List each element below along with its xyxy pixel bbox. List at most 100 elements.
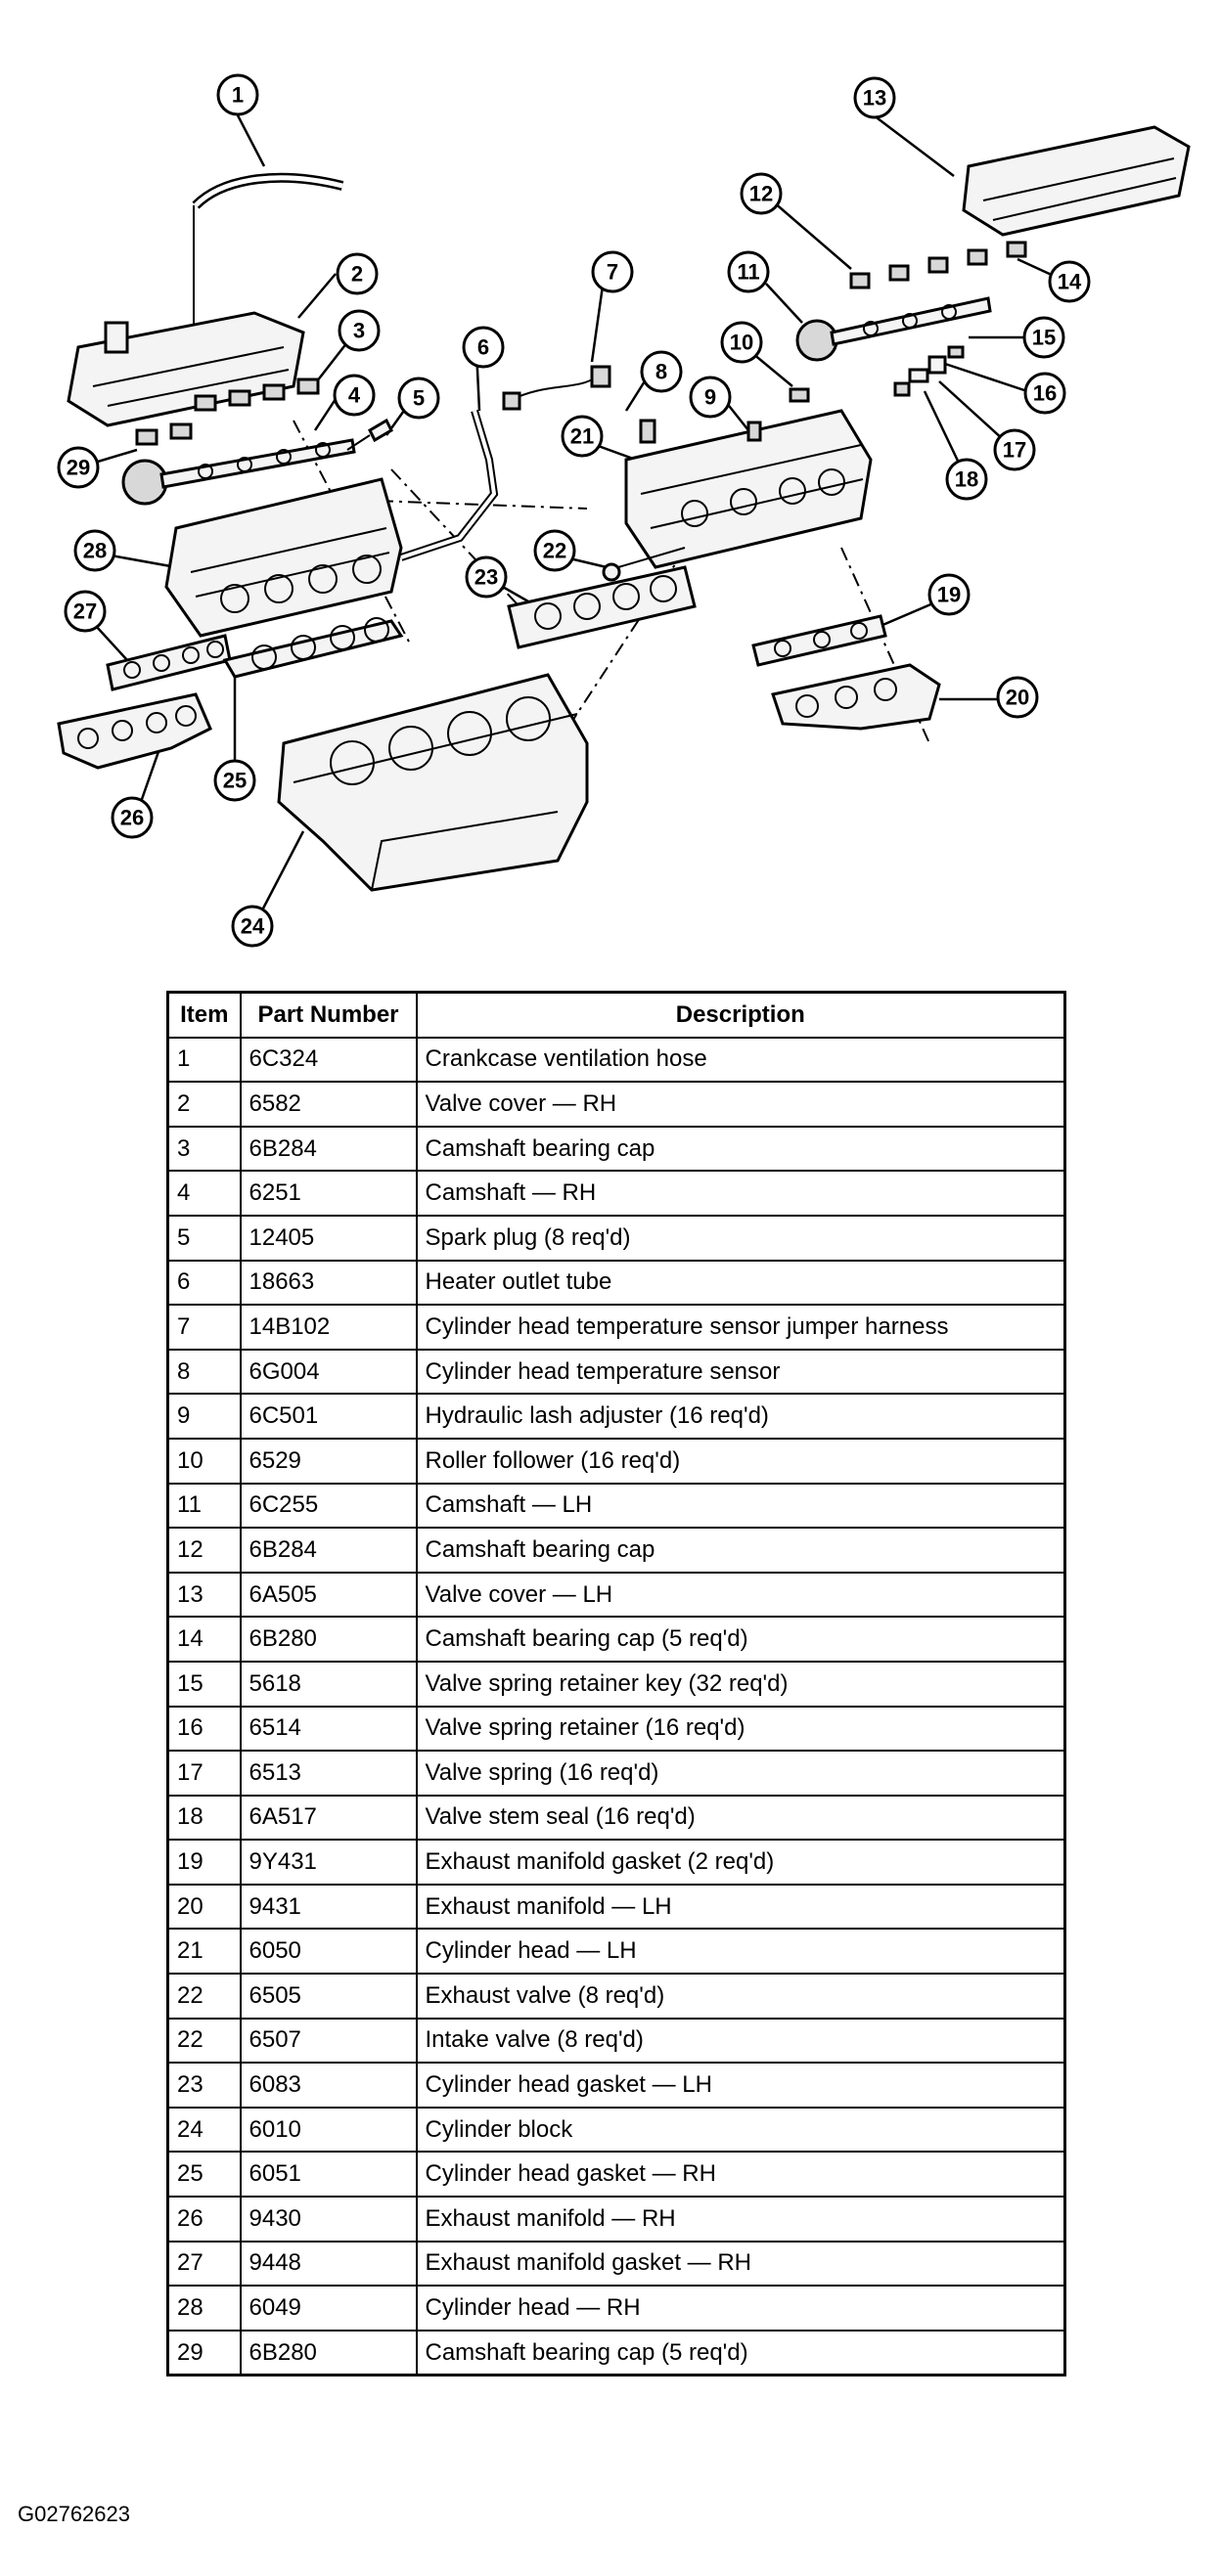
header-description: Description xyxy=(415,991,1066,1039)
svg-text:7: 7 xyxy=(607,260,618,285)
exhaust-manifold-rh xyxy=(57,692,212,770)
callout-16: 16 xyxy=(1023,372,1066,415)
description-cell: Roller follower (16 req'd) xyxy=(415,1437,1066,1485)
item-cell: 4 xyxy=(166,1170,242,1217)
part-number-cell: 6049 xyxy=(239,2285,418,2332)
cylinder-block xyxy=(277,673,589,892)
svg-text:17: 17 xyxy=(1003,438,1026,463)
part-number-cell: 6507 xyxy=(239,2017,418,2065)
part-number-cell: 6B284 xyxy=(239,1527,418,1574)
part-number-cell: 9431 xyxy=(239,1883,418,1931)
part-number-cell: 18663 xyxy=(239,1259,418,1307)
figure-id: G02762623 xyxy=(18,2502,130,2526)
callout-15: 15 xyxy=(1022,316,1065,359)
part-number-cell: 6051 xyxy=(239,2151,418,2198)
description-cell: Cylinder head — RH xyxy=(415,2285,1066,2332)
svg-text:13: 13 xyxy=(863,86,886,111)
callout-18: 18 xyxy=(945,458,988,501)
item-cell: 15 xyxy=(166,1660,242,1708)
callout-3: 3 xyxy=(338,309,381,352)
description-cell: Valve cover — LH xyxy=(415,1571,1066,1619)
svg-text:28: 28 xyxy=(83,539,107,563)
svg-text:29: 29 xyxy=(67,456,90,480)
svg-text:2: 2 xyxy=(351,262,363,287)
item-cell: 26 xyxy=(166,2196,242,2243)
callout-9: 9 xyxy=(689,376,732,419)
svg-text:26: 26 xyxy=(120,806,144,830)
spark-plug xyxy=(346,418,393,451)
callout-27: 27 xyxy=(64,590,107,633)
item-cell: 19 xyxy=(166,1839,242,1886)
description-cell: Camshaft bearing cap (5 req'd) xyxy=(415,2329,1066,2376)
item-cell: 28 xyxy=(166,2285,242,2332)
hydraulic-lash-adjuster xyxy=(746,421,762,442)
header-item: Item xyxy=(166,991,242,1039)
svg-text:5: 5 xyxy=(413,386,425,411)
part-number-cell: 6B280 xyxy=(239,1616,418,1663)
svg-text:27: 27 xyxy=(73,600,97,624)
part-number-cell: 9Y431 xyxy=(239,1839,418,1886)
description-cell: Crankcase ventilation hose xyxy=(415,1036,1066,1084)
svg-text:9: 9 xyxy=(704,385,716,410)
part-number-cell: 6513 xyxy=(239,1750,418,1797)
svg-text:6: 6 xyxy=(477,335,489,360)
svg-text:14: 14 xyxy=(1058,270,1082,294)
callout-1: 1 xyxy=(216,73,259,116)
part-number-cell: 6505 xyxy=(239,1973,418,2020)
table-header-row: Item Part Number Description xyxy=(166,991,1066,1039)
svg-text:16: 16 xyxy=(1033,381,1057,406)
description-cell: Camshaft — LH xyxy=(415,1482,1066,1530)
item-cell: 9 xyxy=(166,1393,242,1440)
description-cell: Valve spring retainer (16 req'd) xyxy=(415,1705,1066,1753)
description-cell: Hydraulic lash adjuster (16 req'd) xyxy=(415,1393,1066,1440)
roller-follower xyxy=(789,387,810,403)
callout-6: 6 xyxy=(462,326,505,369)
item-cell: 13 xyxy=(166,1571,242,1619)
heater-outlet-tube xyxy=(399,409,499,561)
item-cell: 3 xyxy=(166,1125,242,1173)
part-number-cell: 6083 xyxy=(239,2062,418,2109)
description-cell: Exhaust valve (8 req'd) xyxy=(415,1973,1066,2020)
part-number-cell: 6C255 xyxy=(239,1482,418,1530)
item-cell: 21 xyxy=(166,1928,242,1976)
valve-spring-set xyxy=(893,345,965,397)
part-number-cell: 6010 xyxy=(239,2106,418,2154)
callout-13: 13 xyxy=(853,76,896,119)
part-number-cell: 14B102 xyxy=(239,1304,418,1351)
part-number-cell: 6529 xyxy=(239,1437,418,1485)
item-cell: 2 xyxy=(166,1081,242,1128)
part-number-cell: 6A505 xyxy=(239,1571,418,1619)
part-number-cell: 9430 xyxy=(239,2196,418,2243)
item-cell: 18 xyxy=(166,1794,242,1842)
description-cell: Exhaust manifold gasket — RH xyxy=(415,2240,1066,2287)
callout-24: 24 xyxy=(231,905,274,948)
callout-29: 29 xyxy=(57,446,100,489)
callout-12: 12 xyxy=(740,172,783,215)
item-cell: 14 xyxy=(166,1616,242,1663)
callout-4: 4 xyxy=(333,374,376,417)
item-cell: 16 xyxy=(166,1705,242,1753)
header-part-number: Part Number xyxy=(239,991,418,1039)
svg-text:19: 19 xyxy=(937,583,961,607)
cylinder-head-rh xyxy=(164,477,403,638)
description-cell: Intake valve (8 req'd) xyxy=(415,2017,1066,2065)
camshaft-bearing-caps-lh xyxy=(849,241,1027,289)
item-cell: 20 xyxy=(166,1883,242,1931)
item-cell: 1 xyxy=(166,1036,242,1084)
callout-19: 19 xyxy=(927,573,971,616)
description-cell: Valve cover — RH xyxy=(415,1081,1066,1128)
